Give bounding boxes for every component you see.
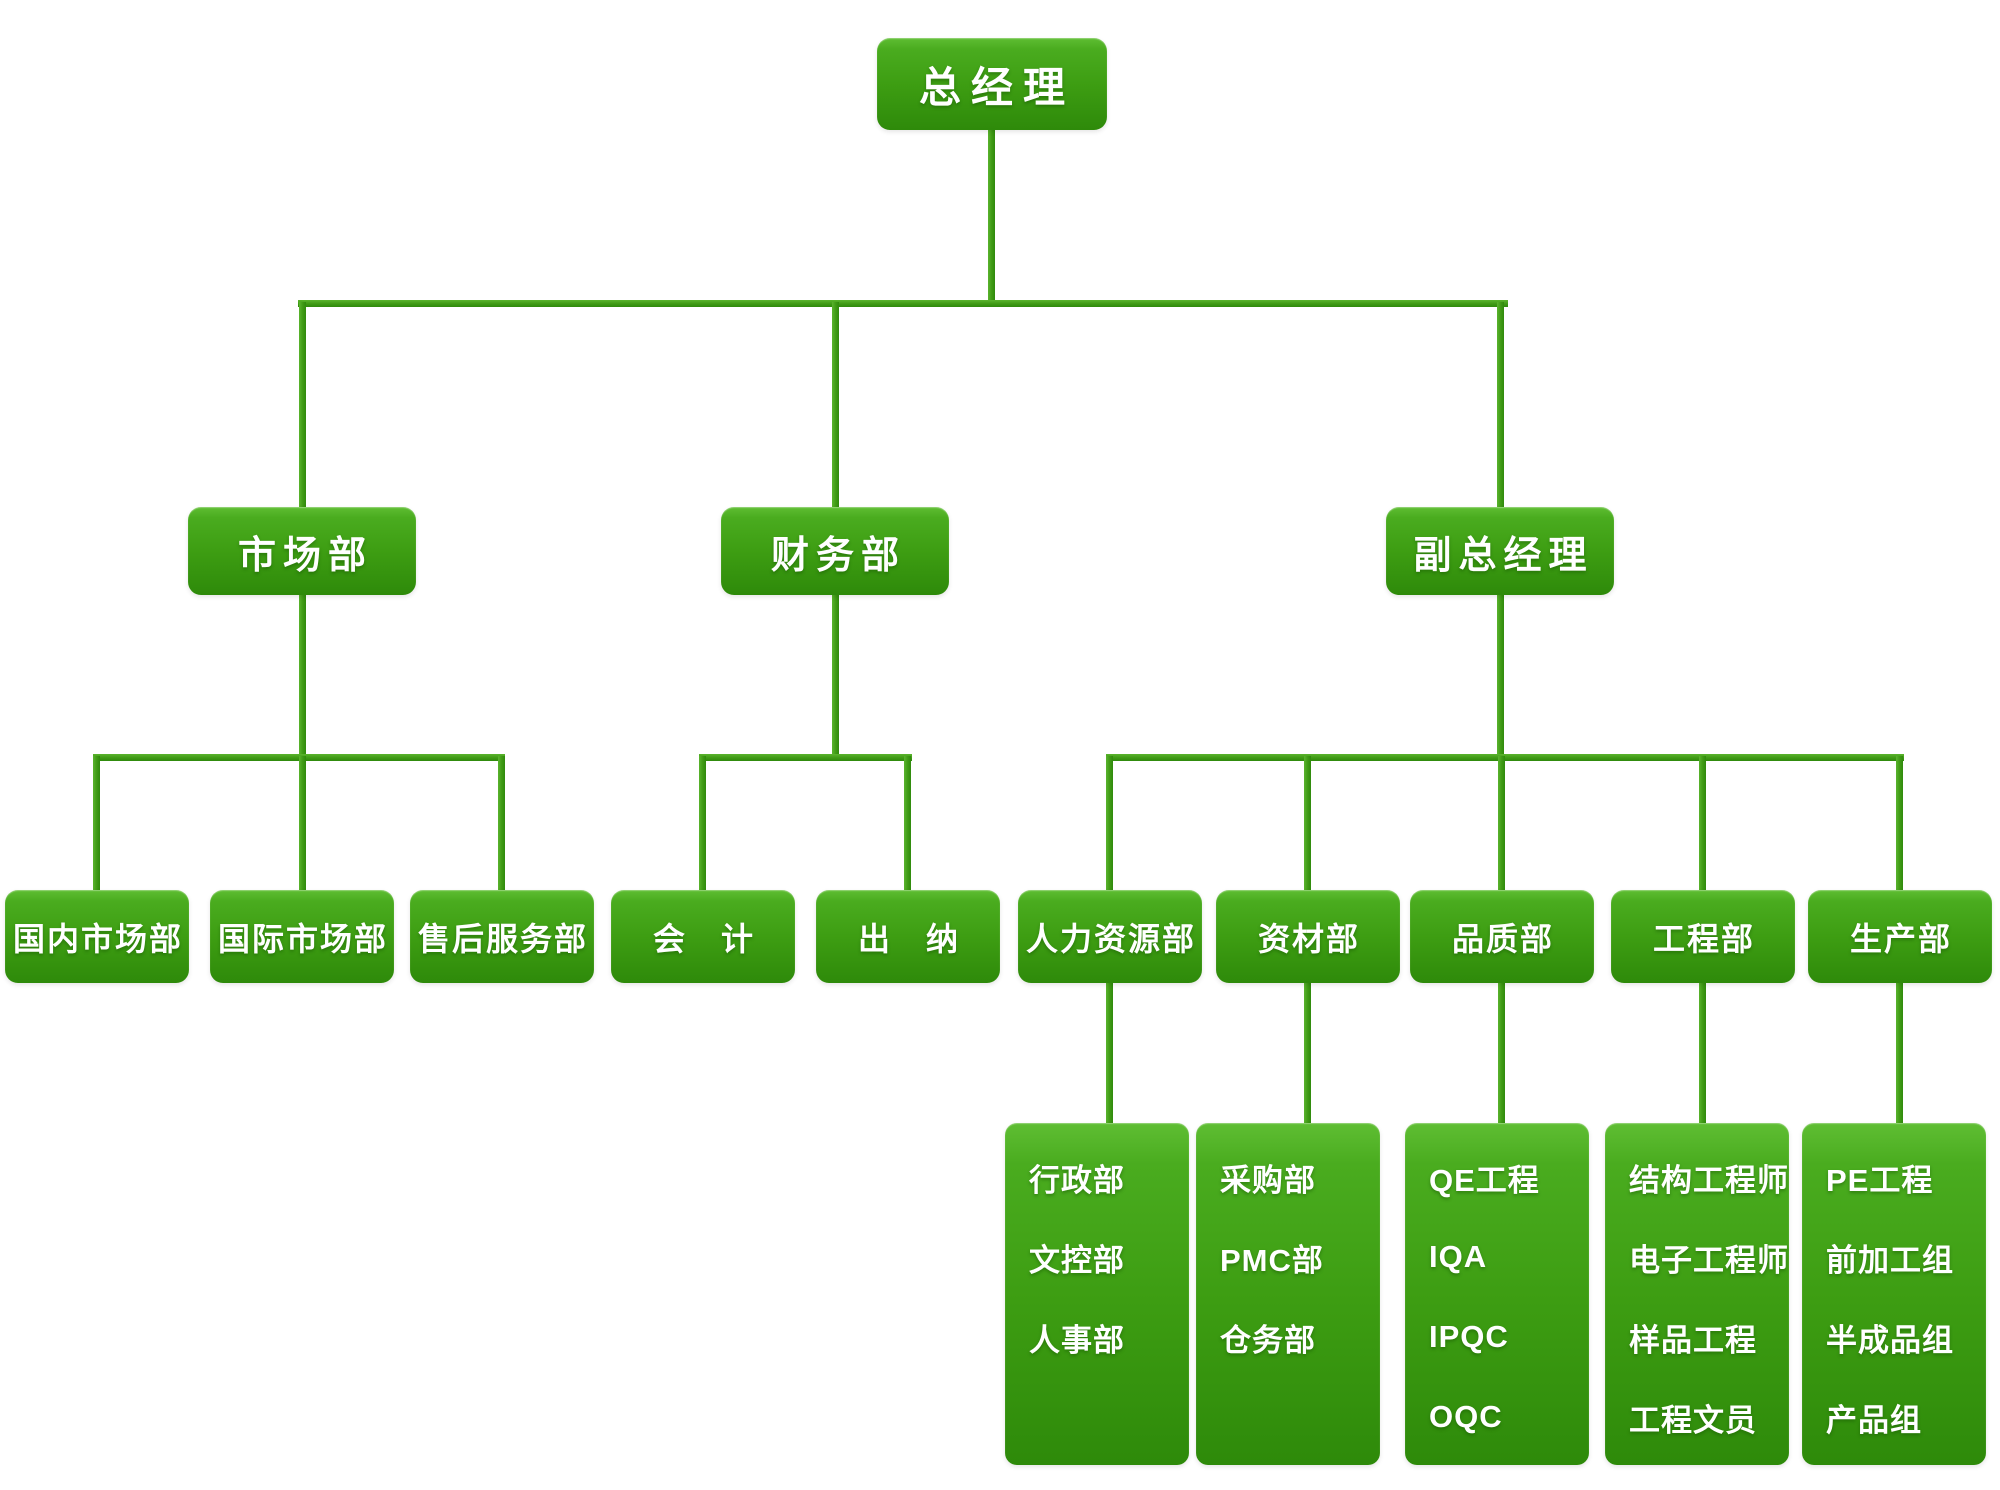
connector-engineering-sub-stem (1699, 979, 1706, 1126)
connector-drop-accountant (699, 756, 706, 894)
connector-drop-domestic-market (93, 756, 100, 894)
connector-drop-production (1896, 756, 1903, 894)
node-quality-sub-list: QE工程 IQA IPQC OQC (1405, 1123, 1589, 1465)
node-production-dept: 生产部 (1808, 890, 1992, 983)
node-materials-dept: 资材部 (1216, 890, 1400, 983)
connector-materials-sub-stem (1304, 979, 1311, 1126)
node-label: 资材部 (1257, 920, 1360, 957)
connector-drop-marketing (299, 302, 306, 512)
connector-drop-hr (1106, 756, 1113, 894)
node-label: 品质部 (1451, 920, 1554, 957)
sub-dept-item: 行政部 (1029, 1162, 1125, 1198)
connector-level1-rail (298, 300, 1508, 307)
connector-deputy-gm-stem (1497, 593, 1504, 758)
connector-marketing-stem (299, 593, 306, 758)
node-production-sub-list: PE工程 前加工组 半成品组 产品组 (1802, 1123, 1986, 1465)
node-engineering-sub-list: 结构工程师 电子工程师 样品工程 工程文员 (1605, 1123, 1789, 1465)
connector-finance-stem (832, 593, 839, 758)
node-label: 市场部 (237, 534, 373, 577)
sub-dept-item: 半成品组 (1826, 1322, 1954, 1358)
sub-dept-item: PMC部 (1220, 1242, 1324, 1278)
node-label: 生产部 (1849, 920, 1952, 957)
connector-deputy-gm-rail (1106, 754, 1904, 761)
connector-drop-materials (1304, 756, 1311, 894)
connector-quality-sub-stem (1498, 979, 1505, 1126)
node-engineering-dept: 工程部 (1611, 890, 1795, 983)
connector-drop-after-sales (498, 756, 505, 894)
sub-dept-item: 采购部 (1220, 1162, 1316, 1198)
node-materials-sub-list: 采购部 PMC部 仓务部 (1196, 1123, 1380, 1465)
node-quality-dept: 品质部 (1410, 890, 1594, 983)
connector-root-stem (988, 127, 995, 304)
sub-dept-item: 样品工程 (1629, 1322, 1757, 1358)
connector-drop-finance (832, 302, 839, 512)
node-label: 副总经理 (1413, 534, 1594, 577)
node-label: 工程部 (1652, 920, 1755, 957)
sub-dept-item: 前加工组 (1826, 1242, 1954, 1278)
sub-dept-item: 人事部 (1029, 1322, 1125, 1358)
sub-dept-item: 电子工程师 (1629, 1242, 1789, 1278)
node-label: 总经理 (918, 63, 1075, 111)
node-marketing-dept: 市场部 (188, 507, 416, 595)
node-after-sales-service-dept: 售后服务部 (410, 890, 594, 983)
sub-dept-item: OQC (1429, 1399, 1503, 1434)
node-international-market-dept: 国际市场部 (210, 890, 394, 983)
node-label: 国际市场部 (217, 920, 388, 957)
sub-dept-item: IPQC (1429, 1319, 1509, 1354)
sub-dept-item: IQA (1429, 1239, 1488, 1274)
connector-production-sub-stem (1896, 979, 1903, 1126)
sub-dept-item: 产品组 (1826, 1402, 1922, 1438)
node-general-manager: 总经理 (877, 38, 1107, 130)
sub-dept-item: 文控部 (1029, 1242, 1125, 1278)
node-accountant: 会 计 (611, 890, 795, 983)
node-finance-dept: 财务部 (721, 507, 949, 595)
connector-drop-intl-market (299, 756, 306, 894)
node-hr-dept: 人力资源部 (1018, 890, 1202, 983)
node-domestic-market-dept: 国内市场部 (5, 890, 189, 983)
sub-dept-item: QE工程 (1429, 1162, 1540, 1198)
connector-hr-sub-stem (1106, 979, 1113, 1126)
connector-drop-deputy-gm (1497, 302, 1504, 512)
node-label: 人力资源部 (1025, 920, 1196, 957)
connector-drop-engineering (1699, 756, 1706, 894)
node-label: 国内市场部 (12, 920, 183, 957)
node-label: 出 纳 (857, 920, 960, 957)
connector-drop-quality (1498, 756, 1505, 894)
sub-dept-item: 结构工程师 (1629, 1162, 1789, 1198)
sub-dept-item: 仓务部 (1220, 1322, 1316, 1358)
node-label: 会 计 (652, 920, 755, 957)
node-label: 售后服务部 (417, 920, 588, 957)
sub-dept-item: 工程文员 (1629, 1402, 1757, 1438)
node-cashier: 出 纳 (816, 890, 1000, 983)
node-deputy-general-manager: 副总经理 (1386, 507, 1614, 595)
connector-finance-rail (699, 754, 912, 761)
node-hr-sub-list: 行政部 文控部 人事部 (1005, 1123, 1189, 1465)
node-label: 财务部 (770, 534, 906, 577)
connector-drop-cashier (904, 756, 911, 894)
sub-dept-item: PE工程 (1826, 1162, 1934, 1198)
